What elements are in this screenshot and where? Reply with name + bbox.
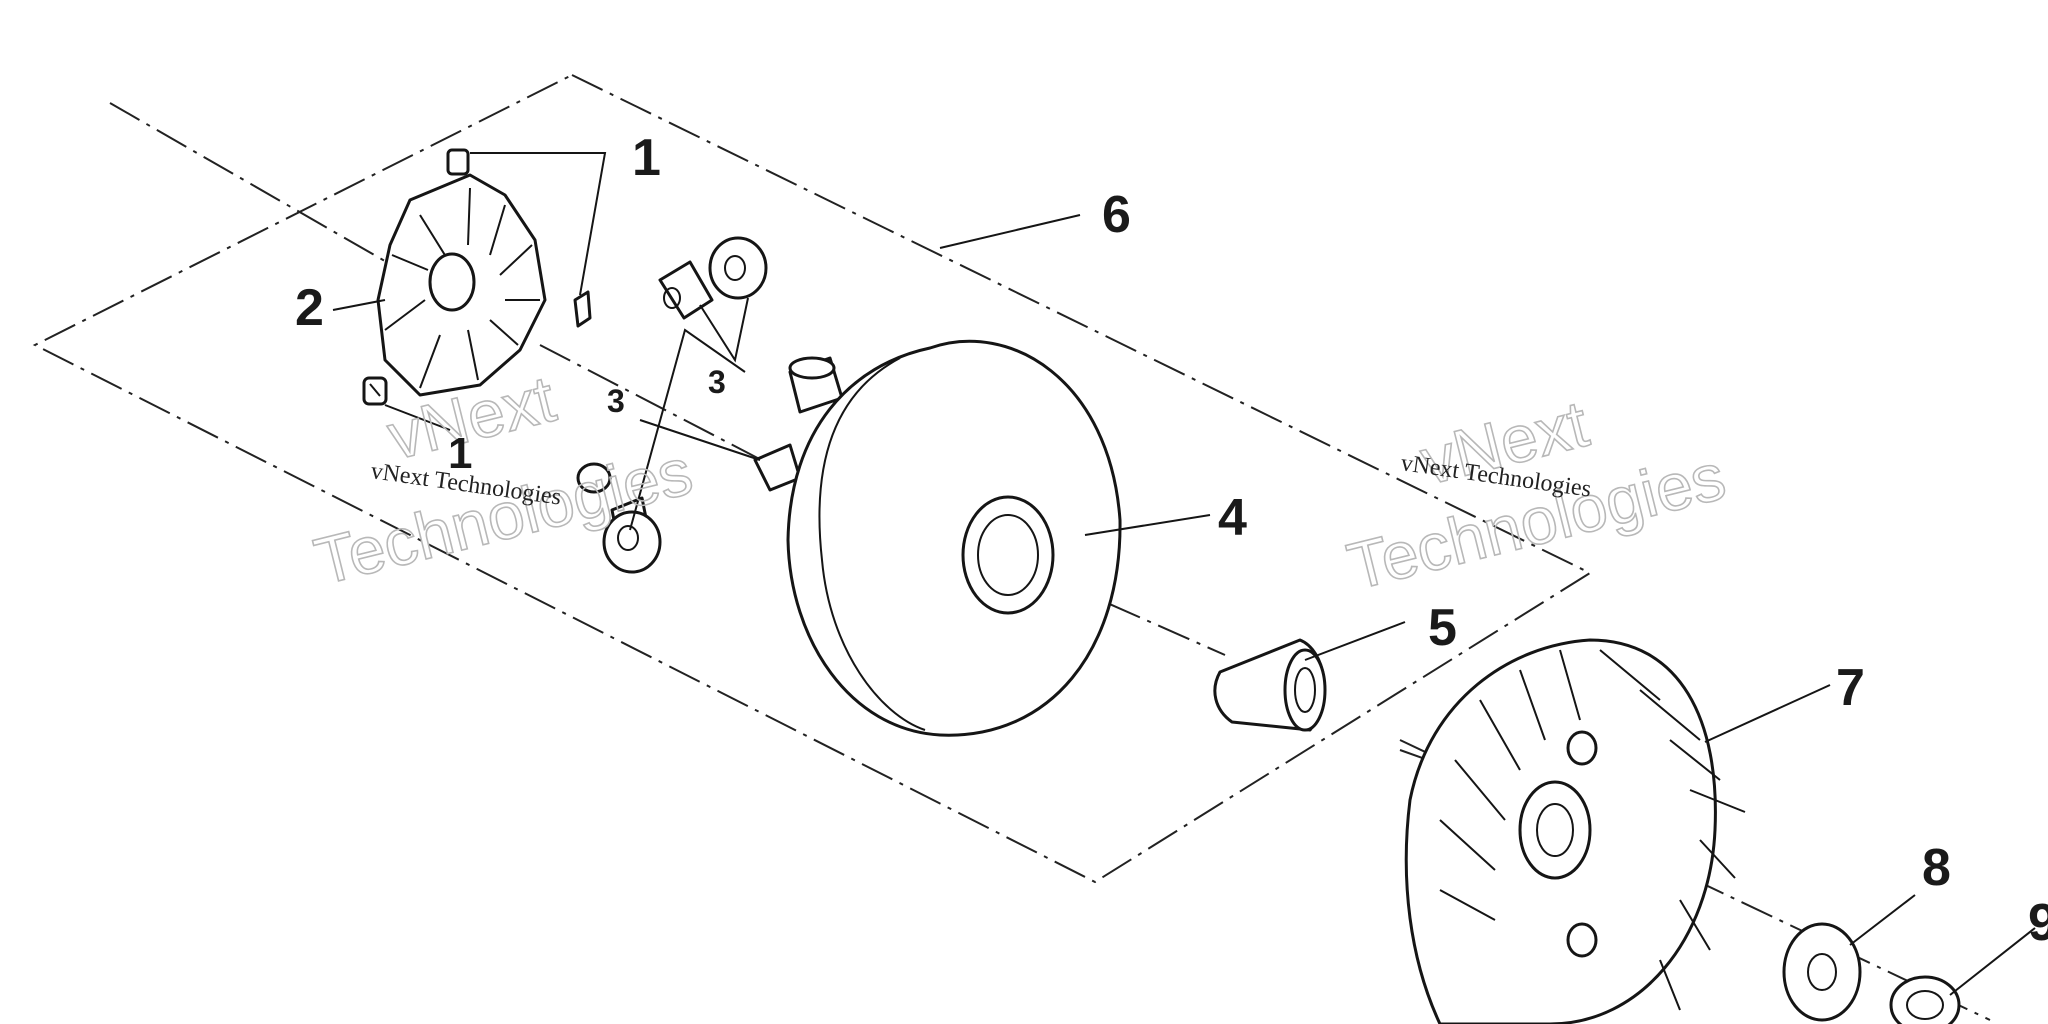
callout-7: 7 <box>1836 659 1865 717</box>
leader-lines <box>332 152 2036 996</box>
callout-labels: 1 1 2 3 3 4 5 6 7 8 9 <box>295 129 2048 952</box>
callout-6: 6 <box>1102 186 1131 244</box>
callout-2: 2 <box>295 279 324 337</box>
callout-1-top: 1 <box>632 129 661 187</box>
watermark-big-bottom-left: Technologies <box>307 434 699 599</box>
variator-face <box>786 339 1122 737</box>
callout-4: 4 <box>1218 489 1247 547</box>
roller-weights <box>576 236 844 574</box>
nut <box>1889 975 1961 1024</box>
washer <box>1782 922 1862 1022</box>
ramp-plate <box>376 173 547 397</box>
callout-3-upper: 3 <box>708 364 726 400</box>
callout-9: 9 <box>2028 894 2048 952</box>
callout-8: 8 <box>1922 839 1951 897</box>
assembly-boundary <box>32 73 1593 884</box>
callout-1-bottom: 1 <box>448 429 472 478</box>
callout-3-lower: 3 <box>607 383 625 419</box>
bushing <box>1213 638 1327 732</box>
fan-sheave <box>1404 638 1746 1024</box>
slider-pieces <box>362 148 592 406</box>
callout-5: 5 <box>1428 599 1457 657</box>
